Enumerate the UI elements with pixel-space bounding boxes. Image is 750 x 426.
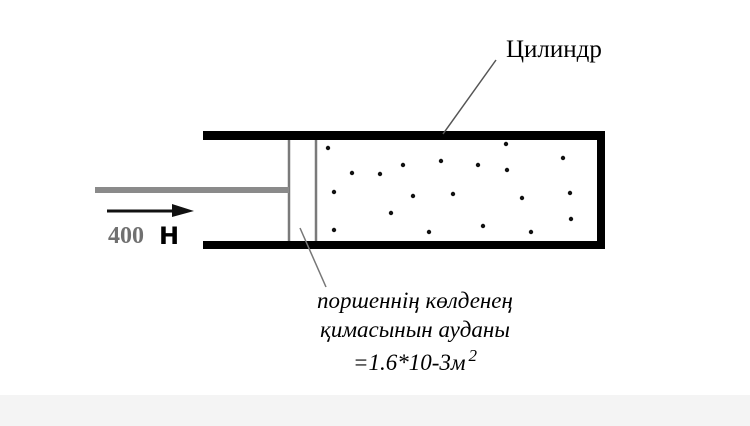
bottom-band: [0, 395, 750, 426]
cylinder-end-wall: [597, 131, 605, 249]
gas-molecule-dot: [475, 162, 481, 168]
gas-molecule-dot: [331, 227, 337, 233]
area-exponent: 2: [469, 346, 478, 365]
gas-molecule-dot: [349, 170, 355, 176]
gas-molecule-dot: [519, 195, 525, 201]
gas-molecule-dot: [438, 158, 444, 164]
gas-molecule-dot: [503, 141, 509, 147]
gas-molecule-dot: [528, 229, 534, 235]
gas-molecule-dot: [560, 155, 566, 161]
cylinder-leader-line: [442, 59, 497, 135]
gas-molecule-dot: [504, 167, 510, 173]
gas-molecule-dot: [410, 193, 416, 199]
area-value: =1.6*10-3м: [353, 350, 466, 375]
gas-molecule-dot: [568, 216, 574, 222]
piston-rod: [95, 187, 289, 193]
gas-molecule-dot: [388, 210, 394, 216]
gas-molecule-dot: [567, 190, 573, 196]
gas-molecule-dot: [325, 145, 331, 151]
gas-molecules: [325, 141, 574, 235]
cylinder-bottom-wall: [203, 241, 605, 249]
piston-caption-line2: қимасынын ауданы: [320, 317, 510, 342]
cylinder-top-wall: [203, 131, 605, 140]
gas-molecule-dot: [400, 162, 406, 168]
force-arrow-head: [172, 204, 194, 217]
gas-molecule-dot: [331, 189, 337, 195]
force-value: 400: [108, 223, 144, 249]
force-unit: Н: [159, 222, 179, 250]
gas-molecule-dot: [480, 223, 486, 229]
piston-caption-line1: поршеннің көлденең: [317, 288, 513, 313]
gas-molecule-dot: [450, 191, 456, 197]
cylinder-label: Цилиндр: [506, 36, 602, 63]
piston-leader-line: [299, 227, 327, 288]
gas-molecule-dot: [377, 171, 383, 177]
gas-molecule-dot: [426, 229, 432, 235]
